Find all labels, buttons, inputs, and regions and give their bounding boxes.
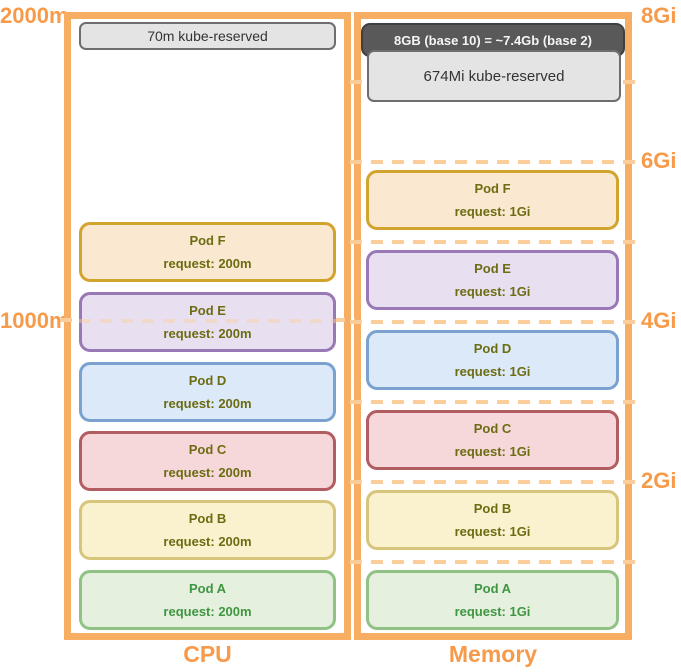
axis-label-8gi: 8Gi (641, 3, 677, 28)
memory-pod-a: Pod A request: 1Gi (366, 570, 619, 630)
pod-request: request: 1Gi (454, 444, 531, 459)
pod-name: Pod C (188, 442, 227, 457)
pod-name: Pod B (473, 501, 512, 516)
pod-request: request: 200m (163, 396, 252, 411)
pod-request: request: 1Gi (454, 284, 531, 299)
pod-request: request: 1Gi (454, 364, 531, 379)
pod-name: Pod F (189, 233, 226, 248)
pod-name: Pod A (473, 581, 512, 596)
pod-request: request: 1Gi (454, 604, 531, 619)
gridline-2gi (350, 480, 636, 484)
pod-name: Pod B (188, 511, 227, 526)
pod-request: request: 200m (163, 465, 252, 480)
cpu-pod-c: Pod C request: 200m (79, 431, 336, 491)
cpu-pod-e: Pod E request: 200m (79, 292, 336, 352)
axis-label-2000m: 2000m (0, 3, 69, 28)
pod-name: Pod F (474, 181, 511, 196)
gridline-6gi (350, 160, 636, 164)
memory-pod-d: Pod D request: 1Gi (366, 330, 619, 390)
memory-conversion-label: 8GB (base 10) = ~7.4Gb (base 2) (394, 32, 592, 48)
pod-request: request: 200m (163, 604, 252, 619)
cpu-pod-f: Pod F request: 200m (79, 222, 336, 282)
memory-pod-e: Pod E request: 1Gi (366, 250, 619, 310)
cpu-pod-d: Pod D request: 200m (79, 362, 336, 422)
pod-request: request: 200m (163, 534, 252, 549)
pod-name: Pod D (473, 341, 512, 356)
cpu-column: 70m kube-reserved Pod F request: 200m Po… (60, 12, 355, 640)
cpu-kube-reserved-label: 70m kube-reserved (147, 28, 268, 44)
memory-column: 8GB (base 10) = ~7.4Gb (base 2) 674Mi ku… (350, 12, 636, 640)
memory-kube-reserved-box: 674Mi kube-reserved (367, 50, 621, 102)
memory-kube-reserved-label: 674Mi kube-reserved (423, 67, 565, 85)
axis-label-4gi: 4Gi (641, 308, 677, 333)
gridline-1gi (350, 560, 636, 564)
pod-name: Pod D (188, 373, 227, 388)
pod-name: Pod C (473, 421, 512, 436)
memory-caption: Memory (448, 641, 538, 667)
gridline-3gi (350, 400, 636, 404)
gridline-5gi (350, 240, 636, 244)
memory-pod-f: Pod F request: 1Gi (366, 170, 619, 230)
cpu-caption: CPU (183, 641, 232, 667)
pod-request: request: 1Gi (454, 524, 531, 539)
cpu-kube-reserved-box: 70m kube-reserved (79, 22, 336, 50)
memory-pod-b: Pod B request: 1Gi (366, 490, 619, 550)
pod-request: request: 1Gi (454, 204, 531, 219)
pod-name: Pod E (474, 261, 511, 276)
gridline-4gi (350, 320, 636, 324)
pod-request: request: 200m (163, 326, 252, 341)
pod-name: Pod A (188, 581, 227, 596)
axis-label-6gi: 6Gi (641, 148, 677, 173)
axis-label-1000m: 1000m (0, 308, 69, 333)
axis-label-2gi: 2Gi (641, 468, 677, 493)
memory-pod-c: Pod C request: 1Gi (366, 410, 619, 470)
pod-name: Pod E (189, 303, 226, 318)
pod-request: request: 200m (163, 256, 252, 271)
gridline-1000m-overlay (79, 319, 336, 323)
cpu-pod-a: Pod A request: 200m (79, 570, 336, 630)
cpu-pod-b: Pod B request: 200m (79, 500, 336, 560)
